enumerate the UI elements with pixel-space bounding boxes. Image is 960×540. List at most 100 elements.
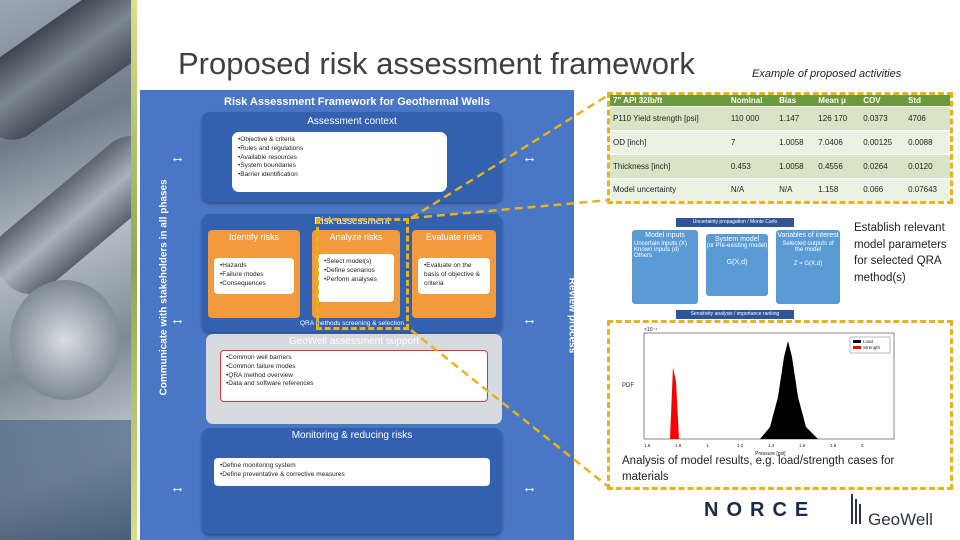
x-tick: 1.6	[644, 443, 651, 448]
table-header: Nominal	[727, 95, 777, 107]
inputs-text: Uncertain inputs (X) Known inputs (d) Ot…	[634, 241, 688, 259]
monitoring-section: Monitoring & reducing risks Define monit…	[202, 428, 502, 534]
geowell-support-section: GeoWell assessment support Common well b…	[206, 334, 502, 424]
table-row: OD [inch] 7 1.0058 7.0406 0.00125 0.0088	[610, 129, 950, 155]
left-right-arrow-icon: ↔	[170, 149, 185, 166]
table-header: Bias	[776, 95, 816, 107]
risk-assessment-section: Risk assessment Identify risks Hazards F…	[202, 214, 502, 332]
table-cell: 0.07643	[905, 177, 950, 201]
table-header: Std	[905, 95, 950, 107]
identify-risks-title: Identify risks	[228, 232, 279, 242]
list-item: Objective & criteria	[238, 136, 441, 145]
load-distribution	[664, 367, 684, 439]
table-cell: P110 Yield strength [psi]	[610, 106, 728, 131]
propagation-arrow: Uncertainty propagation / Monte Carlo	[676, 218, 794, 227]
table-row: Model uncertainty N/A N/A 1.158 0.066 0.…	[610, 177, 950, 201]
left-right-arrow-icon: ↔	[170, 311, 185, 328]
background-photo	[0, 0, 137, 540]
left-right-arrow-icon: ↔	[170, 479, 185, 496]
table-cell: OD [inch]	[610, 129, 728, 155]
monitoring-title: Monitoring & reducing risks	[291, 430, 413, 441]
table-cell: 0.0088	[905, 129, 950, 155]
variables-of-interest-box: Variables of interest Selected outputs o…	[776, 230, 840, 304]
table-header: COV	[860, 95, 906, 107]
evaluate-risks-box: Evaluate risks Evaluate on the basis of …	[412, 230, 496, 318]
table-cell: 1.0058	[776, 153, 816, 179]
table-cell: 7.0406	[815, 129, 861, 155]
model-inputs-box: Model inputs Uncertain inputs (X) Known …	[632, 230, 698, 304]
y-exponent: ×10⁻⁴	[644, 327, 657, 333]
histogram-chart: PDF ×10⁻⁴ Load Strength 1.6 1.8 1 1.2 1.…	[622, 327, 895, 457]
table-cell: 0.066	[860, 177, 906, 201]
legend-swatch-load	[853, 340, 861, 343]
table-cell: N/A	[776, 177, 816, 201]
highlight-dashed-box	[316, 218, 409, 330]
legend-swatch-strength	[853, 346, 861, 349]
risk-assessment-title: Risk assessment	[314, 216, 390, 227]
list-item: Rules and regulations	[238, 145, 441, 154]
left-right-arrow-icon: ↔	[522, 149, 537, 166]
x-tick: 1.8	[830, 443, 837, 448]
table-cell: 126 170	[815, 106, 861, 131]
sensitivity-arrow: Sensitivity analysis / importance rankin…	[676, 310, 794, 319]
list-item: QRA method overview	[226, 372, 482, 381]
model-caption: Establish relevant model parameters for …	[854, 222, 947, 285]
system-title: System model	[714, 236, 760, 243]
list-item: Data and software references	[226, 380, 482, 389]
geowell-logo-icon	[851, 494, 861, 524]
x-tick: 1	[706, 443, 709, 448]
left-right-arrow-icon: ↔	[522, 311, 537, 328]
context-list: Objective & criteria Rules and regulatio…	[232, 132, 447, 192]
list-item: Evaluate on the basis of objective & cri…	[424, 262, 484, 288]
list-item: Available resources	[238, 154, 441, 163]
list-item: Common failure modes	[226, 363, 482, 372]
framework-title: Risk Assessment Framework for Geothermal…	[224, 96, 490, 108]
identify-risks-box: Identify risks Hazards Failure modes Con…	[208, 230, 300, 318]
table-cell: 0.00125	[860, 129, 906, 155]
x-tick: 2	[861, 443, 864, 448]
table-row: P110 Yield strength [psi] 110 000 1.147 …	[610, 106, 950, 131]
x-label: Pressure [psi]	[755, 451, 786, 457]
evaluate-list: Evaluate on the basis of objective & cri…	[418, 258, 490, 294]
norce-logo: NORCE	[704, 499, 817, 521]
system-model-box: System model (or Pre-existing model) G(X…	[706, 234, 768, 296]
framework-diagram: Risk Assessment Framework for Geothermal…	[140, 90, 578, 540]
table-row: Thickness [inch] 0.453 1.0058 0.4556 0.0…	[610, 153, 950, 179]
model-diagram: Uncertainty propagation / Monte Carlo Mo…	[628, 218, 844, 322]
support-list: Common well barriers Common failure mode…	[220, 350, 488, 402]
analyze-risks-box: Analyze risks Select model(s) Define sce…	[312, 230, 400, 318]
table-header: 7" API 32lb/ft	[610, 95, 728, 107]
table-cell: 110 000	[727, 106, 777, 131]
x-tick: 1.2	[737, 443, 744, 448]
analyze-list: Select model(s) Define scenarios Perform…	[318, 254, 394, 302]
slide-title: Proposed risk assessment framework	[178, 46, 695, 81]
strength-distribution	[760, 341, 818, 439]
table-cell: 1.0058	[776, 129, 816, 155]
assessment-context-section: Assessment context Objective & criteria …	[202, 112, 502, 202]
x-tick: 1.8	[675, 443, 682, 448]
outputs-title: Variables of interest	[777, 232, 839, 239]
results-caption: Analysis of model results, e.g. load/str…	[622, 455, 895, 483]
geowell-logo: GeoWell	[868, 510, 933, 529]
list-item: Define monitoring system	[220, 462, 484, 471]
table-cell: 0.0120	[905, 153, 950, 179]
legend-load: Load	[863, 339, 874, 344]
table-cell: Model uncertainty	[610, 177, 728, 201]
table-cell: 0.0264	[860, 153, 906, 179]
table-cell: 1.147	[776, 106, 816, 131]
inputs-title: Model inputs	[645, 232, 685, 239]
y-label: PDF	[622, 383, 634, 389]
parameter-table: 7" API 32lb/ft Nominal Bias Mean μ COV S…	[607, 92, 953, 204]
table-cell: 4706	[905, 106, 950, 131]
x-tick: 1.4	[768, 443, 775, 448]
table-cell: 1.158	[815, 177, 861, 201]
left-right-arrow-icon: ↔	[522, 479, 537, 496]
identify-list: Hazards Failure modes Consequences	[214, 258, 294, 294]
list-item: Define preventative & corrective measure…	[220, 471, 484, 480]
table-cell: 0.0373	[860, 106, 906, 131]
system-formula: G(X,d)	[726, 259, 748, 266]
legend-strength: Strength	[863, 345, 881, 350]
slide-subtitle: Example of proposed activities	[752, 68, 902, 80]
list-item: Common well barriers	[226, 354, 482, 363]
analyze-risks-title: Analyze risks	[329, 232, 383, 242]
